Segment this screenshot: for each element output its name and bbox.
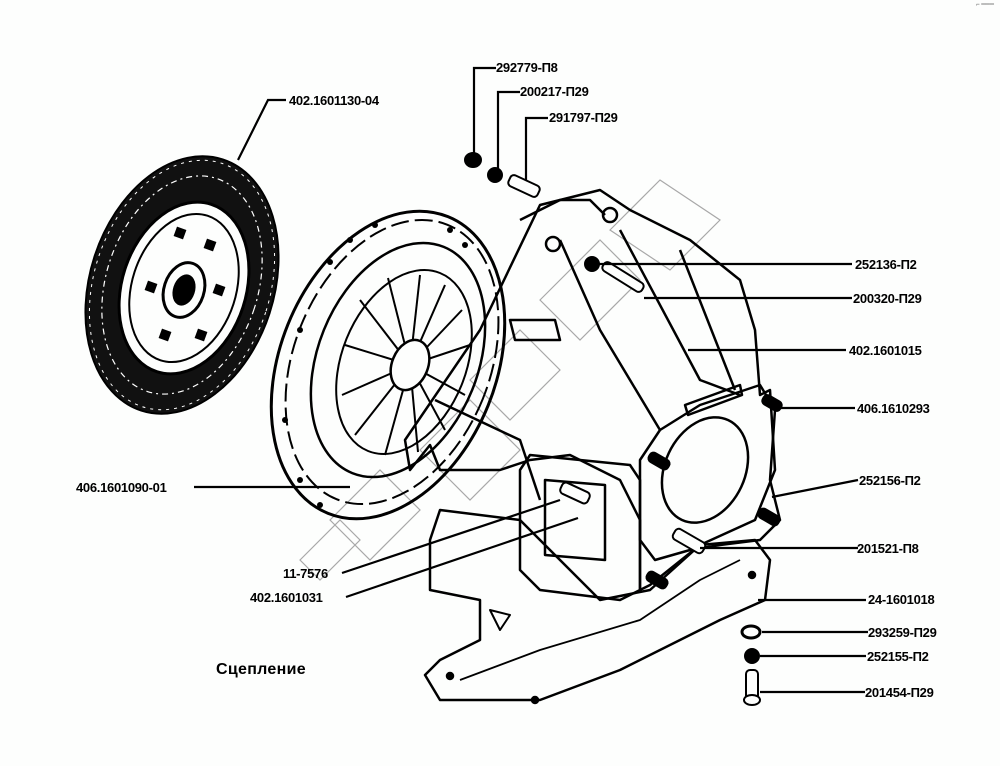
part-label-nut-bottom: 252155-П2 xyxy=(867,649,929,664)
part-label-lower-cover: 24-1601018 xyxy=(868,592,935,607)
part-label-pressure-plate: 406.1601090-01 xyxy=(76,480,167,495)
part-label-release-fork: 402.1601031 xyxy=(250,590,323,605)
fasteners xyxy=(464,152,783,706)
part-label-bolt-bottom: 201454-П29 xyxy=(865,685,934,700)
part-label-washer-right: 200320-П29 xyxy=(853,291,922,306)
corner-mark: ⌐ ═══ xyxy=(976,2,994,8)
part-label-bolt-flange: 201521-П8 xyxy=(857,541,919,556)
part-label-washer-bottom: 293259-П29 xyxy=(868,625,937,640)
clutch-housing xyxy=(403,188,782,705)
part-label-stud: 406.1610293 xyxy=(857,401,930,416)
part-label-bolt-right: 252136-П2 xyxy=(855,257,917,272)
part-label-washer-top: 200217-П29 xyxy=(520,84,589,99)
part-label-bearing-item: 11-7576 xyxy=(283,566,328,581)
pressure-plate xyxy=(269,209,507,521)
part-label-bolt-top: 292779-П8 xyxy=(496,60,558,75)
part-label-nut-flange: 252156-П2 xyxy=(859,473,921,488)
part-label-pin-top: 291797-П29 xyxy=(549,110,618,125)
clutch-disc xyxy=(84,155,280,415)
part-label-clutch-housing: 402.1601015 xyxy=(849,343,922,358)
part-label-clutch-disc: 402.1601130-04 xyxy=(289,93,379,108)
diagram-caption: Сцепление xyxy=(216,661,306,678)
leader-lines xyxy=(194,66,868,694)
